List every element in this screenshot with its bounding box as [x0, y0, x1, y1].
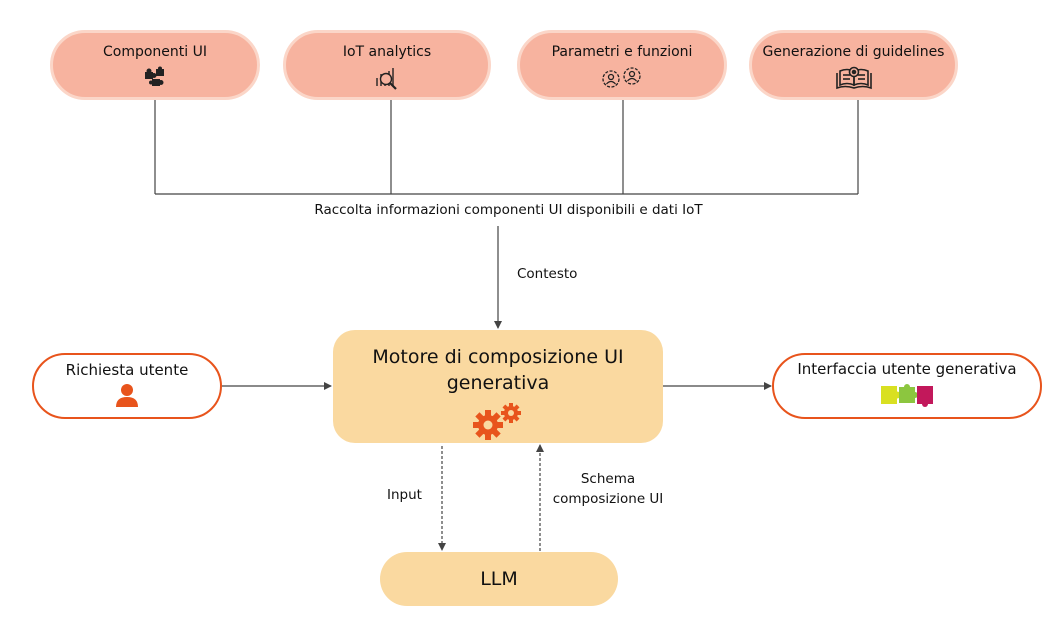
engine-node: Motore di composizione UI generativa	[333, 330, 663, 443]
users-gear-icon	[598, 66, 646, 94]
context-label: Contesto	[517, 266, 578, 282]
input-label: Input	[387, 487, 422, 503]
output-label: Interfaccia utente generativa	[797, 360, 1017, 378]
gears-icon	[470, 402, 526, 446]
source-label: Componenti UI	[103, 44, 207, 60]
source-label: Generazione di guidelines	[762, 44, 945, 60]
colored-puzzle-icon	[879, 382, 935, 412]
schema-label: Schema composizione UI	[552, 471, 664, 507]
source-label: Parametri e funzioni	[551, 44, 693, 60]
llm-node: LLM	[380, 552, 618, 606]
analytics-magnifier-icon	[373, 66, 401, 94]
user-icon	[114, 383, 140, 411]
source-componenti-ui: Componenti UI	[50, 30, 260, 100]
source-generazione-guidelines: Generazione di guidelines	[749, 30, 958, 100]
source-parametri-funzioni: Parametri e funzioni	[517, 30, 727, 100]
puzzle-pieces-icon	[142, 66, 168, 92]
llm-label: LLM	[480, 568, 518, 590]
engine-label: Motore di composizione UI generativa	[372, 346, 624, 394]
user-request-label: Richiesta utente	[65, 361, 189, 379]
source-label: IoT analytics	[342, 44, 432, 60]
output-node: Interfaccia utente generativa	[772, 353, 1042, 419]
user-request-node: Richiesta utente	[32, 353, 222, 419]
collection-label: Raccolta informazioni componenti UI disp…	[314, 202, 703, 218]
source-iot-analytics: IoT analytics	[283, 30, 491, 100]
open-book-icon	[834, 66, 874, 96]
